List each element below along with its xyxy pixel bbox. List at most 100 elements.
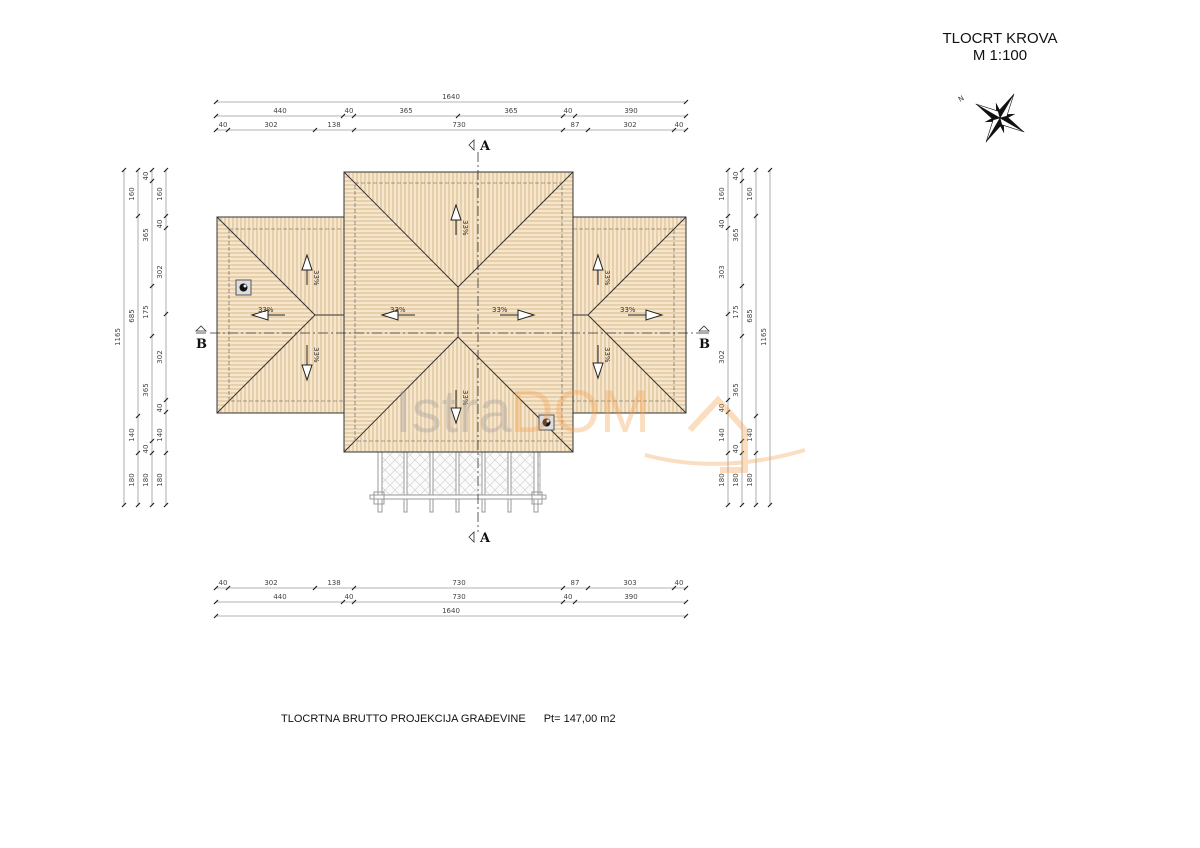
dim-right-s0: 160 — [746, 187, 754, 200]
chimney-icon — [538, 414, 555, 431]
dim-right-s3: 180 — [746, 473, 754, 486]
dim-right-t2: 175 — [732, 305, 740, 318]
projection-label: TLOCRTNA BRUTTO PROJEKCIJA GRAĐEVINE — [281, 713, 526, 725]
dim-top-r3-6: 40 — [675, 121, 684, 129]
svg-text:A: A — [479, 531, 491, 546]
section-marker-b-right: B — [698, 325, 710, 352]
dim-left-t1: 365 — [142, 228, 150, 241]
dim-bot-r1-2: 138 — [327, 579, 340, 587]
dim-top-r2-3: 365 — [504, 107, 517, 115]
section-lines — [210, 152, 700, 532]
svg-text:N: N — [957, 94, 966, 104]
dim-bot-r1-3: 730 — [452, 579, 465, 587]
dim-right-t5: 180 — [732, 473, 740, 486]
slope-label: 33% — [603, 347, 611, 363]
dim-bot-r2-3: 40 — [564, 593, 573, 601]
footer-caption: TLOCRTNA BRUTTO PROJEKCIJA GRAĐEVINE Pt= … — [281, 713, 616, 725]
svg-text:Istra: Istra — [395, 378, 512, 445]
bottom-dimensions — [216, 587, 686, 617]
section-marker-b-left: B — [195, 325, 207, 352]
slope-label: 33% — [461, 390, 469, 406]
watermark-logo: Istra DOM — [395, 378, 806, 473]
dim-left-s1: 685 — [128, 309, 136, 322]
dim-left-s2: 140 — [128, 428, 136, 441]
dim-left-i5: 140 — [156, 428, 164, 441]
dim-right-i6: 180 — [718, 473, 726, 486]
dim-top-r2-4: 40 — [564, 107, 573, 115]
north-arrow-icon: N — [957, 93, 1025, 143]
left-dim-ticks — [121, 167, 169, 508]
dim-right-i2: 303 — [718, 265, 726, 278]
dim-left-outer: 1165 — [114, 328, 122, 346]
dim-bot-r2-2: 730 — [452, 593, 465, 601]
dim-left-i6: 180 — [156, 473, 164, 486]
dim-right-i5: 140 — [718, 428, 726, 441]
drawing-title: TLOCRT KROVA M 1:100 — [900, 30, 1100, 64]
left-dimensions — [123, 170, 167, 505]
right-dim-ticks — [725, 167, 773, 508]
dim-bot-r1-6: 40 — [675, 579, 684, 587]
slope-label: 33% — [390, 306, 406, 314]
slope-label: 33% — [603, 270, 611, 286]
svg-text:B: B — [699, 337, 710, 352]
dim-left-i0: 160 — [156, 187, 164, 200]
slope-label: 33% — [620, 306, 636, 314]
dim-right-s2: 140 — [746, 428, 754, 441]
dim-top-r2-1: 40 — [345, 107, 354, 115]
dim-left-i3: 302 — [156, 350, 164, 363]
dim-top-r3-0: 40 — [219, 121, 228, 129]
chimney-icon — [235, 279, 252, 296]
dim-bot-r1-4: 87 — [571, 579, 580, 587]
dim-right-t1: 365 — [732, 228, 740, 241]
dim-left-t3: 365 — [142, 383, 150, 396]
dim-top-r3-3: 730 — [452, 121, 465, 129]
dim-top-r3-5: 302 — [623, 121, 636, 129]
dim-top-total: 1640 — [442, 93, 460, 101]
slope-label: 33% — [312, 347, 320, 363]
section-marker-a-bottom: A — [468, 531, 491, 546]
dim-left-t5: 180 — [142, 473, 150, 486]
dim-bot-r1-1: 302 — [264, 579, 277, 587]
slope-arrows — [250, 203, 664, 425]
dim-right-s1: 685 — [746, 309, 754, 322]
dim-bot-r1-5: 303 — [623, 579, 636, 587]
section-marker-a-top: A — [468, 139, 491, 154]
dim-right-t0: 40 — [732, 172, 740, 181]
top-dim-ticks — [213, 99, 689, 133]
dim-right-t4: 40 — [732, 445, 740, 454]
dim-bot-total: 1640 — [442, 607, 460, 615]
dim-top-r2-5: 390 — [624, 107, 637, 115]
dim-bot-r1-0: 40 — [219, 579, 228, 587]
area-value: Pt= 147,00 m2 — [543, 713, 616, 725]
dim-left-i1: 40 — [156, 220, 164, 229]
slope-label: 33% — [492, 306, 508, 314]
svg-text:DOM: DOM — [510, 378, 650, 445]
dim-left-i4: 40 — [156, 404, 164, 413]
dim-left-s0: 160 — [128, 187, 136, 200]
dim-top-r3-4: 87 — [571, 121, 580, 129]
dim-left-t2: 175 — [142, 305, 150, 318]
slope-label: 33% — [258, 306, 274, 314]
scale-text: M 1:100 — [972, 47, 1028, 64]
svg-text:A: A — [479, 139, 491, 154]
dim-top-r2-2: 365 — [399, 107, 412, 115]
dim-left-i2: 302 — [156, 265, 164, 278]
dim-left-t0: 40 — [142, 172, 150, 181]
title-text: TLOCRT KROVA — [942, 30, 1058, 47]
dim-left-t4: 40 — [142, 445, 150, 454]
dim-bot-r2-0: 440 — [273, 593, 286, 601]
dim-bot-r2-1: 40 — [345, 593, 354, 601]
dim-right-outer: 1165 — [760, 328, 768, 346]
dim-top-r2-0: 440 — [273, 107, 286, 115]
bottom-dim-ticks — [213, 585, 689, 619]
dim-right-i0: 160 — [718, 187, 726, 200]
dim-bot-r2-4: 390 — [624, 593, 637, 601]
dim-left-s3: 180 — [128, 473, 136, 486]
dim-top-r3-2: 138 — [327, 121, 340, 129]
svg-text:B: B — [196, 337, 207, 352]
dim-right-i4: 40 — [718, 404, 726, 413]
dim-right-t3: 365 — [732, 383, 740, 396]
dim-top-r3-1: 302 — [264, 121, 277, 129]
right-dimensions — [727, 170, 771, 505]
